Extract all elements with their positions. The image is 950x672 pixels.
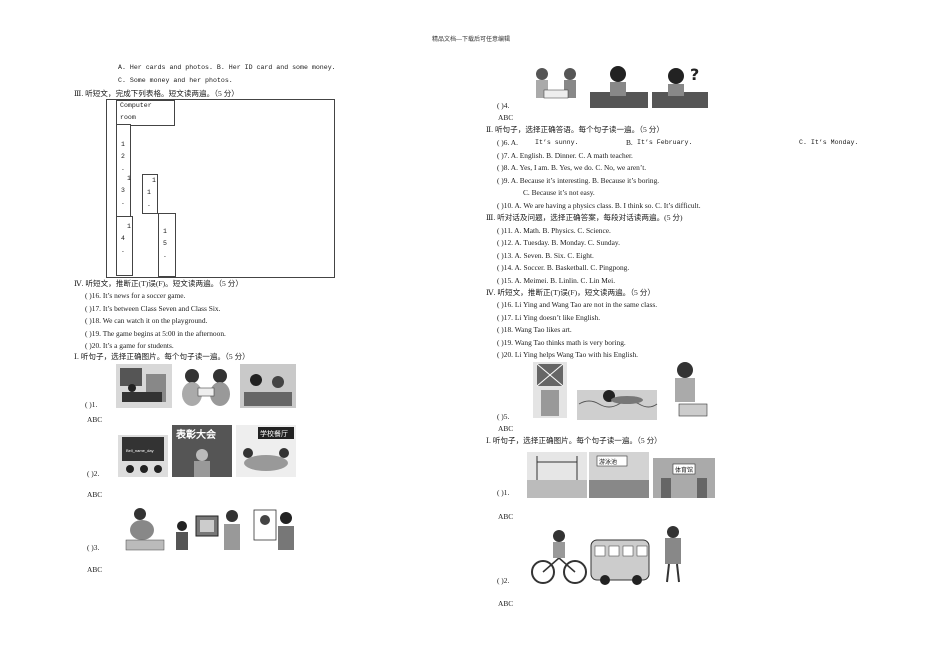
question-1-label: ( )1. [85, 400, 98, 409]
section-3-right-title: Ⅲ. 听对话及问题，选择正确答案，每段对话读两遍。(5 分) [486, 213, 683, 222]
award-sign-text: 表彰大会 [175, 428, 216, 441]
cell-digit: 1 [147, 189, 151, 196]
cell-digit: 5 [163, 240, 167, 247]
question-16: ( )16. It’s news for a soccer game. [85, 291, 186, 300]
question-14: ( )14. A. Soccer. B. Basketball. C. Ping… [497, 263, 630, 272]
section-2-title: Ⅱ. 听句子，选择正确答语。每个句子读一遍。（5 分） [486, 125, 664, 134]
fill-in-table [106, 99, 335, 278]
pool-sign-text: 游泳池 [599, 458, 617, 466]
section-3-title: Ⅲ. 听短文，完成下列表格。短文读两遍。（5 分） [74, 89, 239, 98]
section-1-title: Ⅰ. 听句子，选择正确图片。每个句子读一遍。（5 分） [74, 352, 250, 361]
question-3-options: ABC [87, 565, 103, 574]
question-6-option-b-label: B. [626, 138, 633, 147]
table-cell-15[interactable]: 1 5 . [158, 213, 176, 277]
question-20: ( )20. It’s a game for students. [85, 341, 174, 350]
table-header-line-1: Computer [120, 102, 152, 109]
table-cell-13[interactable]: 1 3 . [116, 174, 131, 217]
question-18: ( )18. We can watch it on the playground… [85, 316, 208, 325]
gym-sign-text: 体育馆 [675, 466, 693, 474]
cell-digit: 3 [121, 187, 125, 194]
table-header-line-2: room [120, 114, 136, 121]
question-19-right: ( )19. Wang Tao thinks math is very bori… [497, 338, 626, 347]
question-6-option-b: It’s February. [637, 139, 693, 146]
question-2-right-pictures [529, 522, 689, 586]
question-12: ( )12. A. Tuesday. B. Monday. C. Sunday. [497, 238, 620, 247]
cell-digit: . [163, 252, 167, 259]
question-4-label: ( )4. [497, 101, 510, 110]
canteen-sign-text: 学校餐厅 [260, 429, 288, 438]
question-1-right-options: ABC [498, 512, 514, 521]
cell-digit: 1 [127, 175, 131, 182]
cell-digit: 4 [121, 235, 125, 242]
question-3-label: ( )3. [87, 543, 100, 552]
question-9-option-c: C. Because it’s not easy. [523, 188, 595, 197]
table-header-cell: Computer room [116, 100, 175, 126]
svg-text:?: ? [690, 65, 699, 84]
question-2-label: ( )2. [87, 469, 100, 478]
question-5-label: ( )5. [497, 412, 510, 421]
question-4-pictures: ? [530, 62, 708, 110]
question-6-prefix: ( )6. A. [497, 138, 518, 147]
question-19: ( )19. The game begins at 5:00 in the af… [85, 329, 226, 338]
question-13: ( )13. A. Seven. B. Six. C. Eight. [497, 251, 594, 260]
question-4-options: ABC [498, 113, 514, 122]
question-15: ( )15. A. Meimei. B. Linlin. C. Lin Mei. [497, 276, 616, 285]
question-5-pictures [519, 360, 715, 420]
question-6-option-c: C. It’s Monday. [799, 139, 859, 146]
section-4-title: Ⅳ. 听短文，推断正(T)误(F)。短文读两遍。（5 分） [74, 279, 243, 288]
blackboard-text: Bell_name_day [126, 448, 154, 453]
question-2-pictures: Bell_name_day 表彰大会 学校餐厅 [118, 425, 296, 477]
page-header: 精品文档---下载后可任意编辑 [432, 37, 510, 43]
question-17-right: ( )17. Li Ying doesn’t like English. [497, 313, 601, 322]
cell-digit: 1 [127, 223, 131, 230]
question-6-option-a: It’s sunny. [535, 139, 579, 146]
section-1-right-title: Ⅰ. 听句子，选择正确图片。每个句子读一遍。（5 分） [486, 436, 662, 445]
question-2-right-label: ( )2. [497, 576, 510, 585]
question-10: ( )10. A. We are having a physics class.… [497, 201, 701, 210]
question-11: ( )11. A. Math. B. Physics. C. Science. [497, 226, 611, 235]
question-9: ( )9. A. Because it’s interesting. B. Be… [497, 176, 660, 185]
cell-digit: . [121, 199, 125, 206]
option-line-1: A. Her cards and photos. B. Her ID card … [118, 64, 336, 71]
cell-digit: 1 [121, 141, 125, 148]
question-20-right: ( )20. Li Ying helps Wang Tao with his E… [497, 350, 639, 359]
question-3-pictures [120, 506, 298, 552]
option-line-2: C. Some money and her photos. [118, 77, 233, 84]
question-17: ( )17. It’s between Class Seven and Clas… [85, 304, 221, 313]
section-4-right-title: Ⅳ. 听短文，推断正(T)误(F)，短文读两遍。（5 分） [486, 288, 655, 297]
cell-digit: 2 [121, 153, 125, 160]
question-7: ( )7. A. English. B. Dinner. C. A math t… [497, 151, 633, 160]
question-1-pictures [116, 364, 296, 408]
question-8: ( )8. A. Yes, I am. B. Yes, we do. C. No… [497, 163, 647, 172]
question-1-right-label: ( )1. [497, 488, 510, 497]
question-18-right: ( )18. Wang Tao likes art. [497, 325, 572, 334]
cell-digit: . [147, 201, 151, 208]
table-cell-11[interactable]: 1 1 . [142, 174, 158, 214]
question-2-right-options: ABC [498, 599, 514, 608]
cell-digit: 1 [163, 228, 167, 235]
question-16-right: ( )16. Li Ying and Wang Tao are not in t… [497, 300, 658, 309]
cell-digit: 1 [152, 177, 156, 184]
question-5-options: ABC [498, 424, 514, 433]
cell-digit: . [121, 247, 125, 254]
question-1-right-pictures: 游泳池 体育馆 [527, 452, 717, 498]
cell-digit: . [121, 165, 125, 172]
table-cell-14[interactable]: 1 4 . [116, 216, 133, 276]
question-1-options: ABC [87, 415, 103, 424]
question-2-options: ABC [87, 490, 103, 499]
